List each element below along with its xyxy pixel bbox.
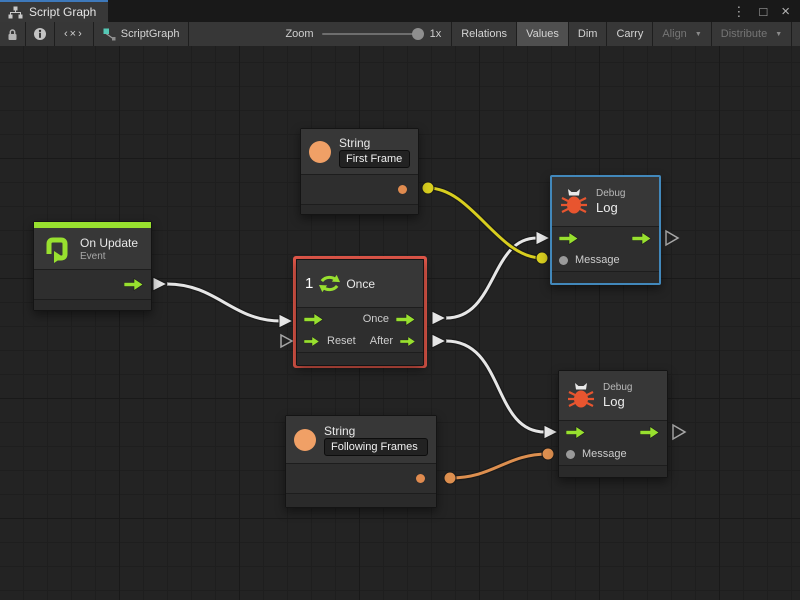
message-input-port[interactable] [559, 256, 568, 265]
node-title: Once [346, 277, 375, 291]
node-kicker: Debug [596, 188, 625, 199]
node-footer [297, 353, 423, 365]
toolbar-button-dim[interactable]: Dim [569, 22, 608, 46]
tab-bar-spacer [108, 0, 732, 22]
on-update-loop-icon [42, 234, 72, 264]
toolbar-button-overview[interactable]: Overview [792, 22, 800, 46]
toolbar-button-values[interactable]: Values [517, 22, 569, 46]
toolbar-button-align[interactable]: Align ▼ [653, 22, 711, 46]
tab-script-graph[interactable]: Script Graph [0, 0, 108, 22]
debug-bug-icon [567, 382, 595, 409]
port-stub-debug-top-out[interactable] [666, 231, 678, 245]
flow-input-port-reset[interactable] [304, 335, 320, 348]
maximize-icon[interactable]: □ [759, 5, 767, 18]
graph-name-label: ScriptGraph [121, 28, 180, 40]
node-title: String [339, 136, 410, 150]
port-label-reset: Reset [327, 335, 356, 347]
code-view-button[interactable]: ‹×› [55, 22, 94, 46]
chevron-down-icon: ▼ [775, 31, 782, 38]
node-kicker: Debug [603, 382, 632, 393]
graph-canvas[interactable]: String On Update Event [0, 46, 800, 600]
toolbar-button-relations[interactable]: Relations [452, 22, 517, 46]
toolbar-button-distribute[interactable]: Distribute ▼ [712, 22, 792, 46]
string-type-icon [294, 429, 316, 451]
graph-toolbar: ‹×› ScriptGraph Zoom 1x Relations Values… [0, 22, 800, 46]
wire-once-to-debug-top[interactable] [432, 231, 550, 325]
code-icon: ‹×› [64, 28, 84, 40]
string-value-field[interactable] [324, 438, 428, 456]
node-subtitle: Event [80, 251, 138, 262]
flow-input-port[interactable] [304, 313, 324, 326]
port-label-once: Once [363, 313, 389, 325]
string-value-field[interactable] [339, 150, 410, 168]
port-label-message: Message [575, 254, 620, 266]
close-icon[interactable]: × [781, 4, 790, 19]
once-count: 1 [305, 275, 313, 292]
port-stub-once-reset[interactable] [281, 335, 292, 347]
window-menu-icon[interactable]: ⋮ [732, 5, 745, 18]
wire-onupdate-to-once[interactable] [153, 277, 293, 328]
flow-output-port-after[interactable] [400, 335, 416, 348]
node-title: On Update [80, 236, 138, 250]
flow-output-port-once[interactable] [396, 313, 416, 326]
node-on-update[interactable]: On Update Event [33, 221, 152, 311]
node-string-first-frame[interactable]: String [300, 128, 419, 215]
zoom-handle[interactable] [412, 28, 424, 40]
string-output-port[interactable] [416, 474, 425, 483]
port-stub-debug-bottom-out[interactable] [673, 425, 685, 439]
toolbar-button-carry[interactable]: Carry [607, 22, 653, 46]
wire-string-following-to-message[interactable] [444, 448, 554, 484]
script-graph-icon [103, 28, 116, 41]
string-type-icon [309, 141, 331, 163]
chevron-down-icon: ▼ [695, 31, 702, 38]
graph-selector-button[interactable]: ScriptGraph [94, 22, 190, 46]
lock-button[interactable] [0, 22, 26, 46]
flow-output-port[interactable] [124, 278, 144, 291]
port-label-message: Message [582, 448, 627, 460]
zoom-group: Zoom 1x [189, 22, 452, 46]
node-title: String [324, 424, 428, 438]
wire-string-first-to-message[interactable] [422, 182, 548, 264]
tab-bar: Script Graph ⋮ □ × [0, 0, 800, 22]
node-footer [301, 205, 418, 214]
flow-output-port[interactable] [632, 232, 652, 245]
string-output-port[interactable] [398, 185, 407, 194]
zoom-label: Zoom [285, 28, 313, 40]
node-once[interactable]: 1 Once Once [296, 259, 424, 366]
node-debug-log-bottom[interactable]: Debug Log Message [558, 370, 668, 478]
zoom-value: 1x [430, 28, 442, 40]
node-debug-log-top[interactable]: Debug Log Message [550, 175, 661, 285]
graph-hierarchy-icon [8, 6, 23, 19]
tab-title: Script Graph [29, 5, 96, 19]
node-footer [286, 494, 436, 507]
node-footer [559, 466, 667, 477]
info-button[interactable] [26, 22, 55, 46]
debug-bug-icon [560, 188, 588, 215]
lock-icon [7, 28, 18, 41]
port-label-after: After [370, 335, 393, 347]
node-title: Log [603, 394, 632, 409]
flow-output-port[interactable] [640, 426, 660, 439]
node-string-following-frames[interactable]: String [285, 415, 437, 508]
wire-once-to-debug-bottom[interactable] [432, 334, 558, 439]
message-input-port[interactable] [566, 450, 575, 459]
once-cycle-icon [318, 273, 341, 294]
node-title: Log [596, 200, 625, 215]
flow-input-port[interactable] [566, 426, 586, 439]
zoom-slider[interactable] [322, 33, 422, 35]
node-footer [34, 300, 151, 310]
flow-input-port[interactable] [559, 232, 579, 245]
info-icon [33, 27, 47, 41]
node-footer [552, 272, 659, 283]
